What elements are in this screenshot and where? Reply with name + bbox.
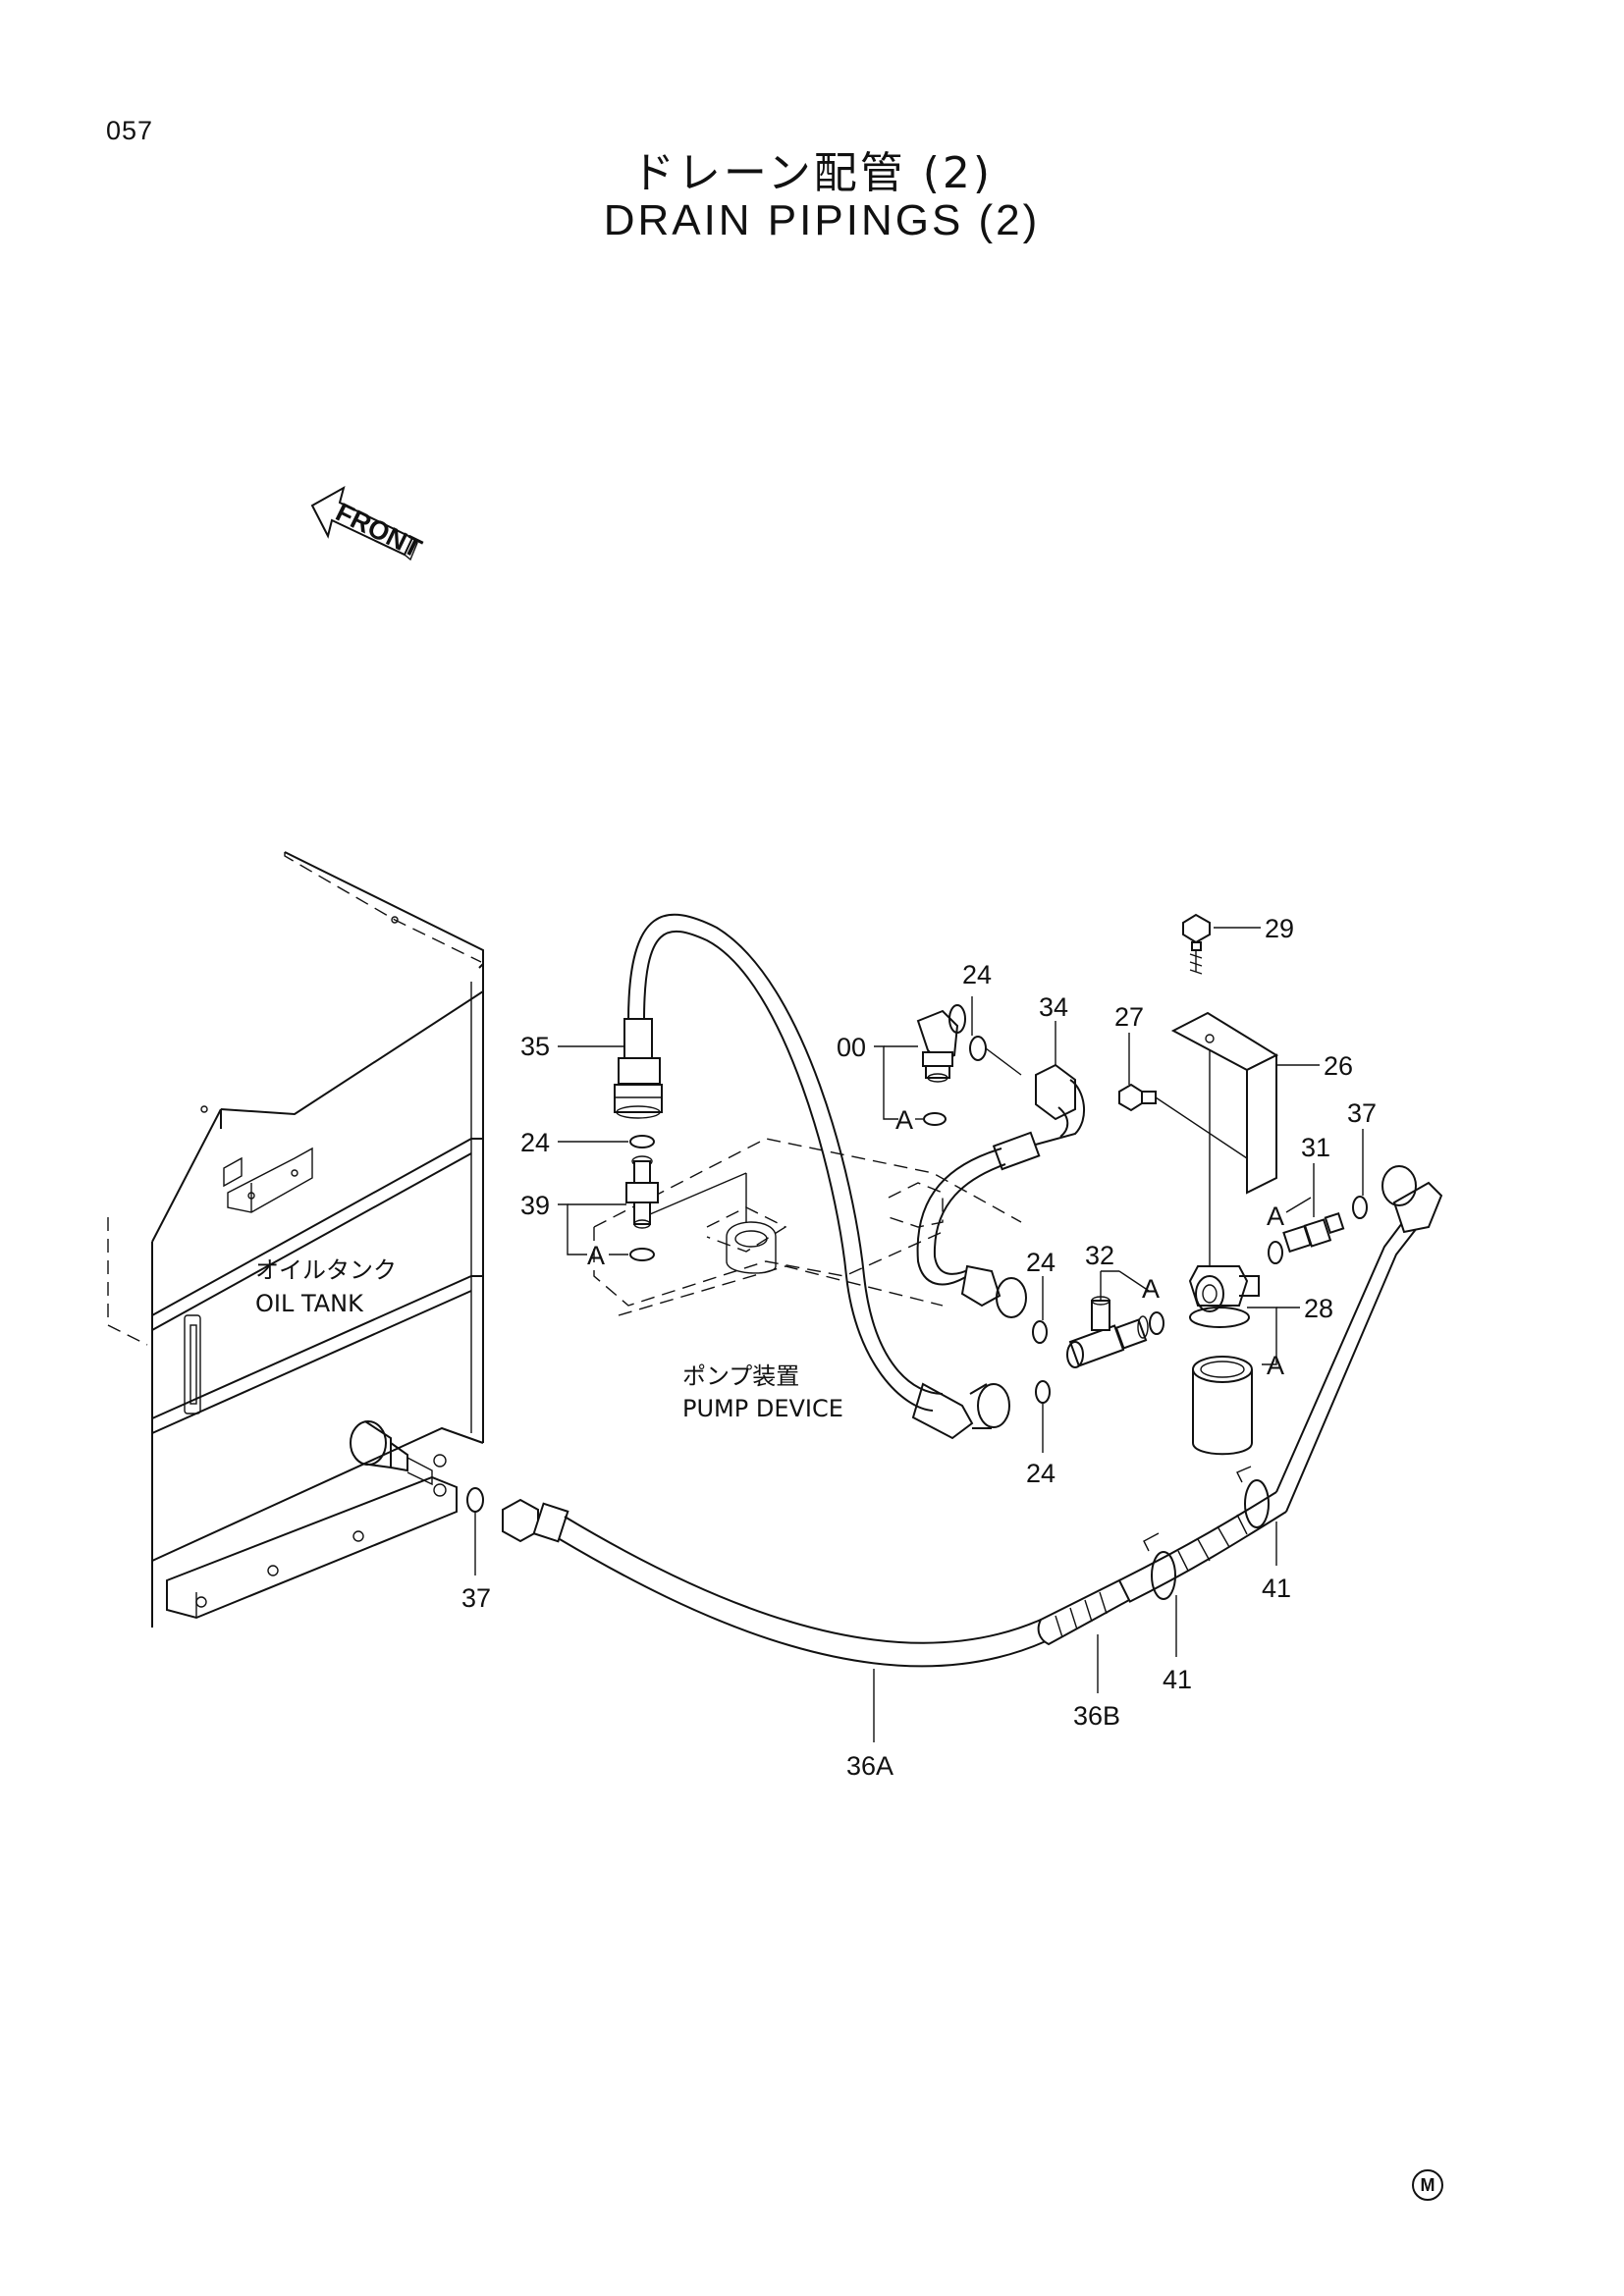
label-a-right-bottom: A [1267, 1351, 1284, 1380]
label-34: 34 [1039, 992, 1068, 1022]
label-24-left: 24 [520, 1128, 550, 1157]
pump-device-label-en: PUMP DEVICE [682, 1395, 843, 1422]
clamp-41-mid [1143, 1532, 1176, 1600]
label-32: 32 [1085, 1241, 1114, 1270]
label-39: 39 [520, 1191, 550, 1220]
oil-tank-label-jp: オイルタンク [255, 1256, 397, 1284]
oring-a-top [923, 1112, 947, 1126]
clamp-41-right [1236, 1466, 1270, 1528]
label-28: 28 [1304, 1294, 1333, 1323]
label-00: 00 [837, 1033, 866, 1062]
label-41-mid: 41 [1163, 1665, 1192, 1694]
label-37-right: 37 [1347, 1098, 1377, 1128]
filter-element [1192, 1356, 1253, 1456]
label-24-top: 24 [962, 960, 992, 989]
label-36b: 36B [1073, 1701, 1120, 1731]
label-a-mid: A [1142, 1274, 1160, 1304]
label-41-right: 41 [1262, 1574, 1291, 1603]
label-24-mid: 24 [1026, 1248, 1056, 1277]
oring-24-top [969, 1036, 987, 1061]
page-number: 057 [106, 116, 154, 145]
label-a-top: A [895, 1105, 913, 1135]
label-a-right-top: A [1267, 1201, 1284, 1231]
bolt-27 [1118, 1083, 1248, 1159]
manufacturer-logo-icon: M [1412, 2169, 1443, 2201]
front-arrow-label: FRONT [331, 497, 426, 563]
label-37-left: 37 [461, 1583, 491, 1613]
label-31: 31 [1301, 1133, 1330, 1162]
bracket-26 [1170, 1011, 1279, 1266]
label-a-left: A [587, 1241, 605, 1270]
tee-32 [1066, 1296, 1149, 1368]
oring-a-mid [1149, 1311, 1164, 1335]
hose-35 [614, 913, 1010, 1440]
oring-24-bottom [1035, 1380, 1051, 1404]
oring-24-left [629, 1135, 655, 1148]
front-arrow-icon: FRONT [310, 485, 427, 563]
hose-36b [1037, 1165, 1443, 1646]
title-english: DRAIN PIPINGS (2) [603, 196, 1041, 244]
title-japanese: ドレーン配管 (2) [630, 148, 994, 198]
bolt-29 [1182, 913, 1211, 975]
pipe-34 [916, 1063, 1086, 1318]
fitting-31 [1282, 1211, 1345, 1254]
label-35: 35 [520, 1032, 550, 1061]
oring-37-left [466, 1487, 484, 1513]
pump-device [593, 1138, 1022, 1316]
oring-a-left [629, 1248, 655, 1261]
oring-24-mid [1032, 1320, 1048, 1344]
oil-tank [107, 851, 484, 1628]
oil-tank-label-en: OIL TANK [255, 1290, 364, 1317]
pump-device-label-jp: ポンプ装置 [682, 1362, 799, 1390]
label-26: 26 [1324, 1051, 1353, 1081]
hose-36a [502, 1498, 1047, 1668]
filter-head-28 [1188, 1265, 1260, 1328]
label-29: 29 [1265, 914, 1294, 943]
label-27: 27 [1114, 1002, 1144, 1032]
label-36a: 36A [846, 1751, 893, 1781]
label-24-bottom: 24 [1026, 1459, 1056, 1488]
elbow-00 [916, 1004, 966, 1083]
fitting-39 [625, 1155, 659, 1229]
oring-37-right [1352, 1196, 1368, 1219]
oring-a-right [1268, 1241, 1283, 1264]
